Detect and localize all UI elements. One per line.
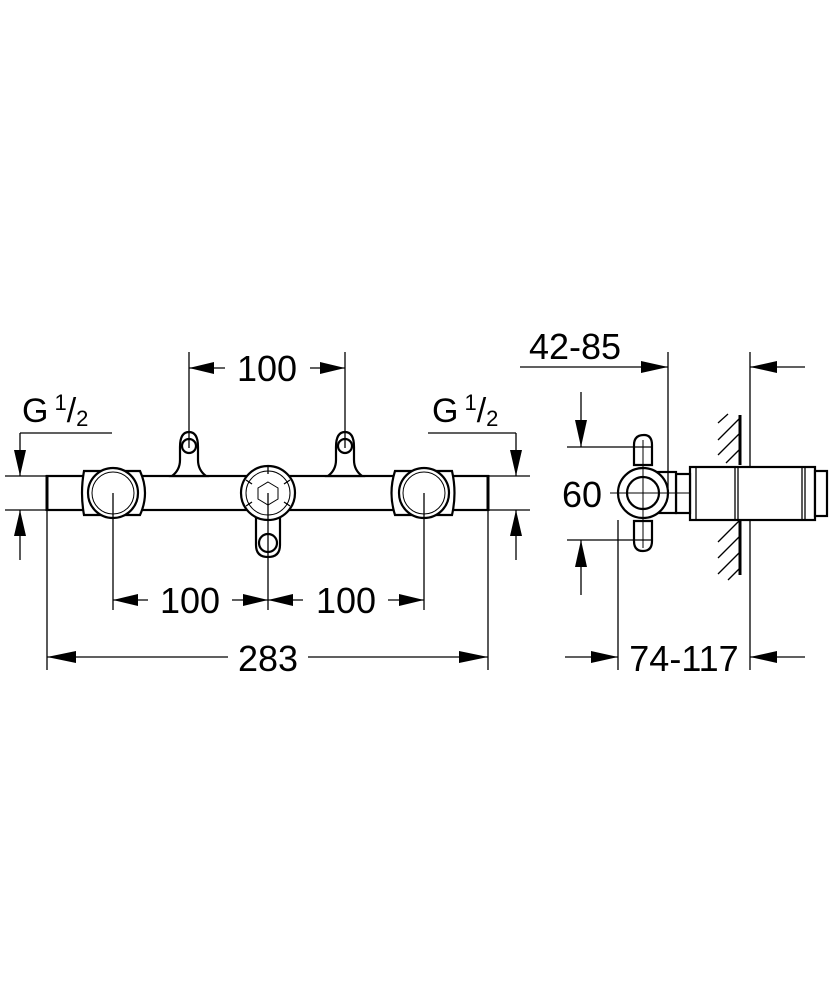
dimension-height: 60 [562, 392, 652, 595]
dimension-bottom-spacing: 100 100 [113, 580, 424, 621]
mixer-body [45, 430, 490, 559]
dimension-top-range: 42-85 [520, 326, 805, 488]
dimension-top-spacing: 100 [189, 348, 345, 389]
side-body-cross [610, 433, 690, 553]
wall-hatch [717, 352, 751, 670]
thread-right-prefix: G [432, 392, 458, 430]
dim-height-label: 60 [562, 474, 602, 515]
thread-left-prefix: G [22, 392, 48, 430]
dim-bottom-right-label: 100 [316, 580, 376, 621]
side-view: 42-85 60 74-117 [520, 326, 829, 679]
dim-top-range-label: 42-85 [529, 326, 621, 367]
dim-bottom-range-label: 74-117 [629, 638, 738, 679]
installation-sleeve [674, 465, 829, 522]
dim-overall-width-label: 283 [238, 638, 298, 679]
right-inlet-connector [390, 466, 456, 520]
dim-bottom-left-label: 100 [160, 580, 220, 621]
dim-top-spacing-label: 100 [237, 348, 297, 389]
svg-text:G1/2: G1/2 [432, 390, 498, 431]
dimension-bottom-range: 74-117 [565, 520, 805, 679]
svg-text:G1/2: G1/2 [22, 390, 88, 431]
dimension-overall-width: 283 [47, 638, 488, 679]
